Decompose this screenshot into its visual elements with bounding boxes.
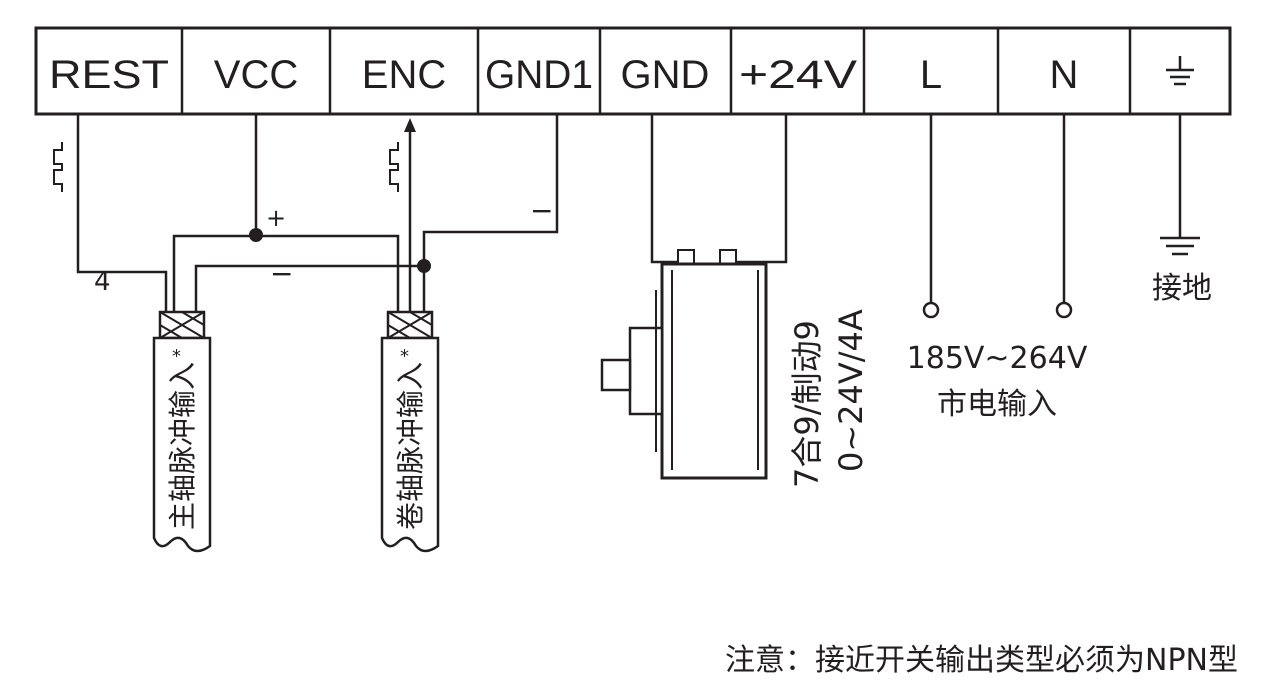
winding-cable-label: 卷轴脉冲输入 [394, 362, 427, 530]
brake-label-line2: 0~24V/4A [832, 309, 870, 472]
junction-dot [249, 228, 263, 242]
gnd-wire-label: − [270, 257, 293, 290]
spindle-cable-mark: * [172, 346, 181, 367]
vcc-wire-label: + [266, 204, 286, 232]
terminal-n: N [1050, 53, 1079, 97]
terminal-block: REST VCC ENC GND1 GND +24V L N [34, 26, 1232, 116]
arrow-up-icon [404, 118, 416, 132]
vcc-wire: + [172, 114, 400, 312]
terminal-l: L [920, 53, 942, 97]
enc-wire [389, 118, 416, 312]
spindle-cable: 主轴脉冲输入 * [152, 310, 212, 553]
brake-label-line1: 7合9/制动9 [788, 320, 826, 488]
mains-voltage: 185V~264V [907, 341, 1088, 376]
earth: 接地 [1152, 114, 1212, 306]
sensor-gnd-wire: − [194, 257, 431, 312]
pulse-waveform-icon [53, 142, 63, 192]
winding-cable-mark: * [400, 346, 409, 367]
brake-motor: 7合9/制动9 0~24V/4A [600, 114, 870, 488]
terminal-vcc: VCC [214, 53, 298, 97]
pulse-waveform-icon [389, 142, 399, 192]
earth-ground-icon [1160, 236, 1200, 256]
rest-wire: 4 [53, 114, 168, 312]
ground-label: 接地 [1152, 271, 1212, 306]
spindle-cable-label: 主轴脉冲输入 [166, 362, 199, 530]
ground-symbol-icon [1166, 56, 1194, 86]
mains-label: 市电输入 [937, 387, 1057, 422]
terminal-gnd1: GND1 [485, 53, 593, 97]
npn-note: 注意：接近开关输出类型必须为NPN型 [725, 643, 1238, 678]
gnd1-wire-label: − [530, 194, 553, 227]
terminal-24v: +24V [739, 53, 857, 97]
rest-wire-label: 4 [94, 267, 111, 297]
mains-input: 185V~264V 市电输入 [907, 114, 1088, 422]
winding-cable: 卷轴脉冲输入 * [380, 310, 440, 553]
terminal-rest: REST [49, 53, 169, 97]
terminal-enc: ENC [362, 53, 446, 97]
gnd1-wire: − [422, 114, 559, 266]
terminal-gnd: GND [621, 53, 710, 97]
